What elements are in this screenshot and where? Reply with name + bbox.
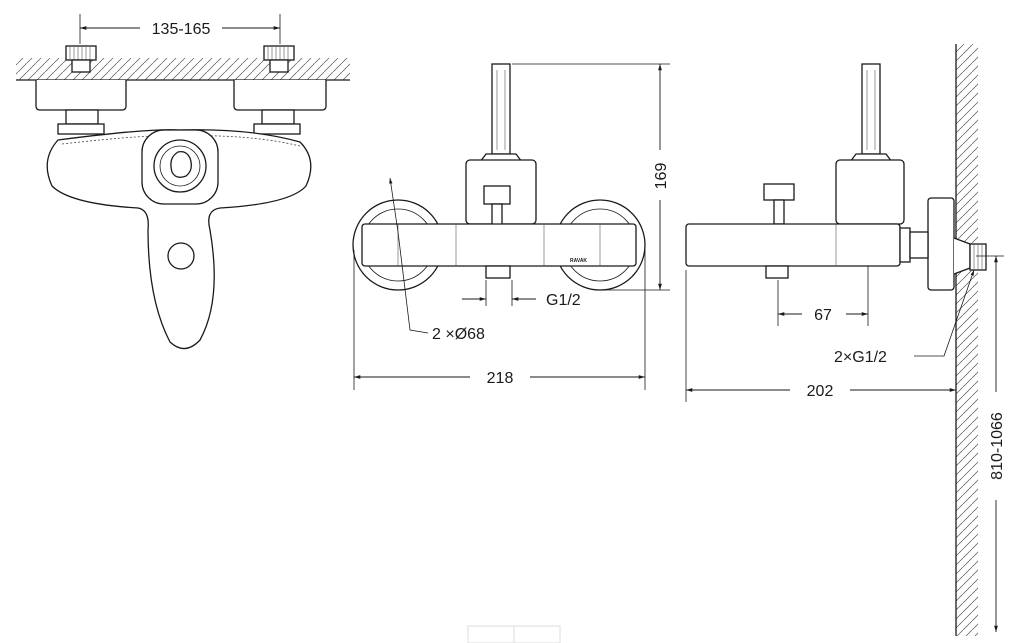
wall-connector	[927, 197, 955, 291]
top-view: 135-165	[16, 14, 350, 350]
lever-handle-side	[861, 63, 881, 155]
mixer-bar-front	[361, 223, 637, 267]
diverter-knob	[763, 183, 795, 201]
brand-mark: RAVAK	[570, 258, 587, 264]
inlet-left	[35, 45, 127, 135]
mixer-bar-side	[685, 223, 901, 267]
depth-label: 202	[807, 383, 834, 400]
dim-inlet-spacing: 135-165	[79, 14, 281, 44]
height-label: 169	[653, 163, 670, 190]
wall-hatch-side	[956, 44, 978, 636]
inlet-right	[233, 45, 327, 135]
inlet-threads-label: 2×G1/2	[834, 349, 887, 366]
lever-body-top	[46, 129, 312, 350]
spout-outlet-side	[765, 265, 789, 279]
inlet-spacing-label: 135-165	[152, 21, 211, 38]
front-view: RAVAK 2 ×Ø68 G1/2 169 218	[352, 63, 670, 390]
outlet-thread-label: G1/2	[546, 292, 581, 309]
escutcheon-label: 2 ×Ø68	[432, 326, 485, 343]
lever-handle-front	[491, 63, 511, 155]
cartridge-housing-side	[835, 159, 905, 225]
outlet-offset-label: 67	[814, 307, 832, 324]
mount-height-label: 810-1066	[989, 412, 1006, 480]
spout-outlet-front	[485, 265, 511, 279]
side-view: 67 2×G1/2 202 810-1066	[685, 44, 1006, 636]
wall-hatch-top	[16, 58, 350, 80]
outlet-hole	[167, 242, 195, 270]
width-label: 218	[487, 370, 514, 387]
